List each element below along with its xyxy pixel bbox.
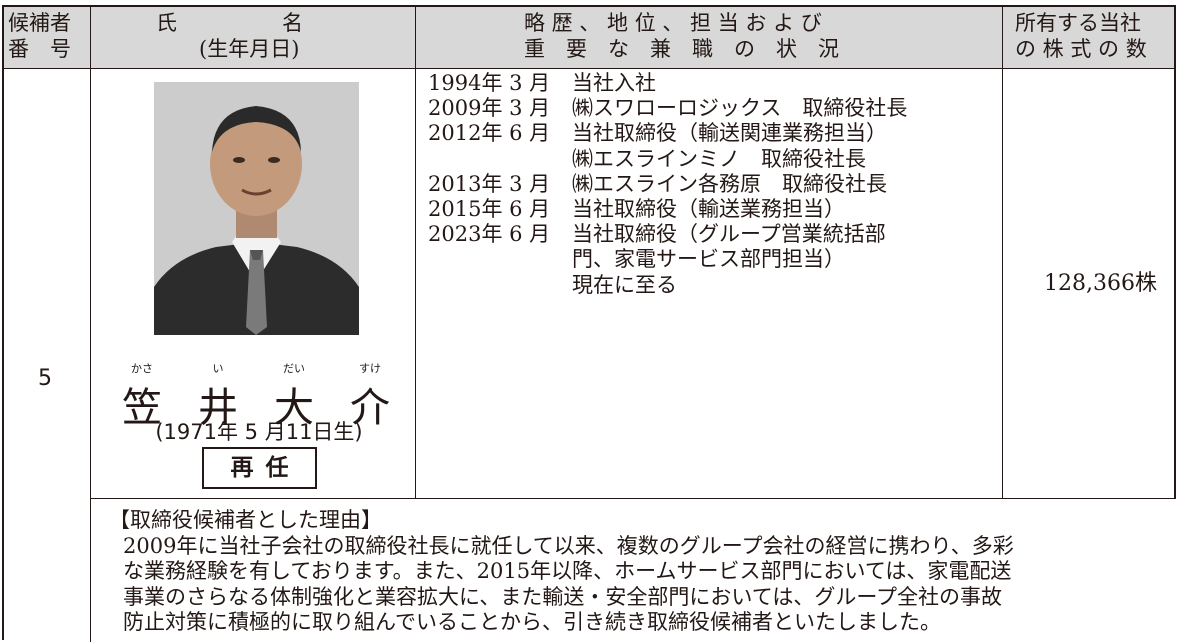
ruby-1: かさ — [131, 362, 153, 375]
reason-section: 【取締役候補者とした理由】 2009年に当社子会社の取締役社長に就任して以来、複… — [109, 508, 1014, 636]
career-item: 1994年 3 月当社入社 — [428, 71, 907, 96]
career-event: 門、家電サービス部門担当） — [572, 247, 845, 272]
career-date: 2013年 3 月 — [428, 171, 551, 196]
header-shares-line1: 所有する当社 — [1015, 11, 1141, 35]
candidate-number: 5 — [38, 366, 52, 391]
career-date — [428, 273, 572, 298]
header-name-line2: (生年月日) — [199, 37, 300, 61]
ruby-2: い — [212, 362, 224, 375]
status-badge: 再任 — [202, 447, 317, 489]
career-item: 2023年 6 月当社取締役（グループ営業統括部 — [428, 222, 907, 247]
reason-line: 防止対策に積極的に取り組んでいることから、引き続き取締役候補者といたしました。 — [123, 610, 941, 634]
candidate-table: 候補者 番 号 氏 名 (生年月日) 略 歴 、 地 位 、 担 当 お よ び… — [2, 5, 1176, 642]
header-name-line1: 氏 名 — [156, 11, 303, 35]
reason-line: な業務経験を有しております。また、2015年以降、ホームサービス部門においては、… — [123, 559, 1012, 583]
career-item: 2015年 6 月当社取締役（輸送業務担当） — [428, 197, 907, 222]
career-event: 当社取締役（輸送関連業務担当） — [572, 121, 887, 146]
reason-line: 事業のさらなる体制強化と業容拡大に、また輸送・安全部門においては、グループ全社の… — [123, 584, 1003, 609]
career-event: 現在に至る — [572, 272, 677, 297]
career-event: 当社取締役（グループ営業統括部 — [572, 222, 886, 247]
career-list: 1994年 3 月当社入社 2009年 3 月㈱スワローロジックス 取締役社長 … — [428, 71, 907, 298]
candidate-name: かさ 笠 い 井 だい 大 すけ 介 — [112, 362, 402, 432]
header-number-line1: 候補者 — [8, 11, 71, 35]
career-date: 2012年 6 月 — [428, 121, 551, 146]
candidate-birthdate: (1971年 5 月11日生) — [155, 420, 363, 444]
candidate-photo — [154, 82, 359, 335]
reason-line: 2009年に当社子会社の取締役社長に就任して以来、複数のグループ会社の経営に携わ… — [123, 533, 1014, 558]
career-date: 2009年 3 月 — [428, 96, 551, 121]
portrait-image — [154, 82, 359, 335]
ruby-4: すけ — [359, 362, 381, 375]
career-item: 2012年 6 月当社取締役（輸送関連業務担当） — [428, 121, 907, 146]
career-event: ㈱スワローロジックス 取締役社長 — [572, 96, 908, 121]
name-char-1: 笠 — [122, 385, 162, 431]
career-event: 当社入社 — [572, 71, 656, 95]
career-item: ㈱エスラインミノ 取締役社長 — [428, 147, 907, 172]
career-date: 1994年 3 月 — [428, 71, 551, 95]
career-item: 2013年 3 月㈱エスライン各務原 取締役社長 — [428, 172, 907, 197]
shares-value: 128,366株 — [1044, 271, 1157, 296]
name-char-3: 大 — [274, 385, 314, 431]
ruby-3: だい — [283, 362, 305, 375]
career-date — [428, 247, 572, 272]
name-char-4: 介 — [350, 385, 390, 431]
header-shares-line2: の 株 式 の 数 — [1015, 37, 1147, 61]
reason-title: 【取締役候補者とした理由】 — [109, 508, 382, 532]
career-date: 2015年 6 月 — [428, 197, 551, 222]
career-event: ㈱エスライン各務原 取締役社長 — [572, 171, 887, 196]
career-date — [428, 147, 572, 172]
career-item: 現在に至る — [428, 273, 907, 298]
career-item: 2009年 3 月㈱スワローロジックス 取締役社長 — [428, 96, 907, 121]
name-char-2: 井 — [198, 385, 238, 431]
career-item: 門、家電サービス部門担当） — [428, 247, 907, 272]
header-career-line1: 略 歴 、 地 位 、 担 当 お よ び — [524, 11, 822, 35]
header-number-line2: 番 号 — [8, 37, 71, 61]
header-career-line2: 重 要 な 兼 職 の 状 況 — [524, 37, 839, 61]
table-header-row — [4, 7, 1176, 68]
career-event: ㈱エスラインミノ 取締役社長 — [572, 146, 866, 171]
career-event: 当社取締役（輸送業務担当） — [572, 197, 845, 222]
career-date: 2023年 6 月 — [428, 222, 551, 247]
